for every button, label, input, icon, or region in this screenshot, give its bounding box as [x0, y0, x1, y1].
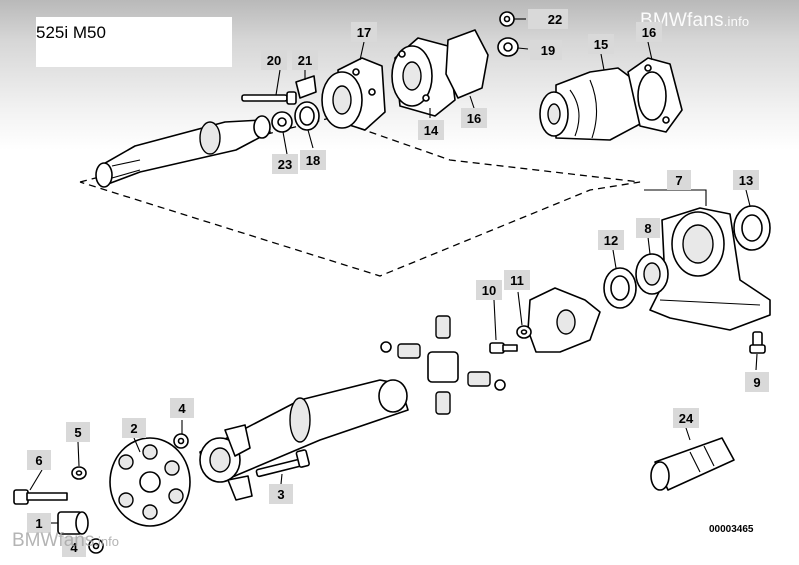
circlip-18	[294, 101, 320, 131]
svg-text:5: 5	[74, 425, 81, 440]
model-text: 525i M50	[36, 23, 106, 42]
svg-text:2: 2	[130, 421, 137, 436]
center-bearing-7	[649, 207, 771, 331]
callout-16-right: 16	[636, 22, 662, 42]
callout-13: 13	[733, 170, 759, 190]
svg-text:18: 18	[306, 153, 320, 168]
svg-text:10: 10	[482, 283, 496, 298]
callout-8: 8	[636, 218, 660, 238]
leader-lines	[29, 18, 758, 524]
callout-6: 6	[27, 450, 51, 470]
callout-3: 3	[269, 484, 293, 504]
callout-14: 14	[418, 120, 444, 140]
callout-5: 5	[66, 422, 90, 442]
callout-17: 17	[351, 22, 377, 42]
svg-text:16: 16	[642, 25, 656, 40]
svg-text:6: 6	[35, 453, 42, 468]
nut-4-lower	[88, 538, 104, 554]
callout-1: 1	[27, 513, 51, 533]
washer-11	[516, 325, 532, 339]
watermark-top-suffix: .info	[723, 14, 750, 29]
svg-text:9: 9	[753, 375, 760, 390]
svg-text:1: 1	[35, 516, 42, 531]
callout-23: 23	[272, 154, 298, 174]
diagram-code: 00003465	[709, 524, 754, 535]
callout-22: 22	[528, 9, 568, 29]
joint-14	[391, 37, 456, 117]
callout-21: 21	[292, 50, 318, 70]
nut-22	[499, 11, 515, 27]
grease-tube-24	[650, 437, 735, 491]
flange-17	[321, 57, 386, 131]
svg-text:23: 23	[278, 157, 292, 172]
svg-text:16: 16	[467, 111, 481, 126]
callout-12: 12	[598, 230, 624, 250]
model-label: 525i M50	[36, 17, 232, 67]
bolt-3	[255, 449, 310, 478]
svg-text:4: 4	[70, 540, 78, 555]
svg-text:20: 20	[267, 53, 281, 68]
callout-24: 24	[673, 408, 699, 428]
callout-9: 9	[745, 372, 769, 392]
bolt-10	[489, 342, 518, 354]
ring-13	[733, 205, 771, 251]
watermark-bottom: BMWfans.info	[12, 530, 119, 552]
callout-16-upper: 16	[461, 108, 487, 128]
svg-text:3: 3	[277, 487, 284, 502]
plate-21	[295, 75, 317, 99]
flex-disc-2	[109, 437, 191, 527]
callout-10: 10	[476, 280, 502, 300]
callout-18: 18	[300, 150, 326, 170]
bolt-6	[13, 489, 68, 505]
callout-15: 15	[588, 34, 614, 54]
svg-text:13: 13	[739, 173, 753, 188]
flange-16-right	[627, 57, 683, 133]
propeller-shaft	[199, 379, 409, 501]
svg-text:8: 8	[644, 221, 651, 236]
slip-yoke	[527, 287, 601, 353]
svg-text:15: 15	[594, 37, 608, 52]
nut-23	[271, 111, 293, 133]
boot-15	[539, 67, 641, 141]
universal-joint-cross	[380, 315, 506, 415]
svg-text:17: 17	[357, 25, 371, 40]
svg-text:4: 4	[178, 401, 186, 416]
bolt-9	[749, 331, 766, 354]
svg-text:11: 11	[510, 273, 524, 288]
svg-text:7: 7	[675, 173, 682, 188]
callout-7: 7	[667, 170, 691, 190]
callout-4-upper: 4	[170, 398, 194, 418]
bolt-20	[241, 91, 297, 105]
clip-19	[497, 37, 519, 57]
output-shaft	[95, 115, 271, 188]
callout-11: 11	[504, 270, 530, 290]
callout-2: 2	[122, 418, 146, 438]
svg-text:12: 12	[604, 233, 618, 248]
svg-text:22: 22	[548, 12, 562, 27]
svg-text:21: 21	[298, 53, 312, 68]
washer-5	[71, 466, 87, 480]
nut-4-upper	[173, 433, 189, 449]
callout-20: 20	[261, 50, 287, 70]
callout-19: 19	[530, 40, 562, 60]
sleeve-1	[57, 511, 89, 535]
svg-text:14: 14	[424, 123, 439, 138]
washer-16-upper	[445, 29, 489, 99]
svg-text:19: 19	[541, 43, 555, 58]
bearing-8	[635, 253, 669, 295]
svg-text:24: 24	[679, 411, 694, 426]
watermark-bottom-brand: BMWfans	[12, 530, 95, 551]
watermark-bottom-suffix: .info	[94, 534, 119, 549]
callout-4-lower: 4	[62, 537, 86, 557]
seal-12	[603, 267, 637, 309]
